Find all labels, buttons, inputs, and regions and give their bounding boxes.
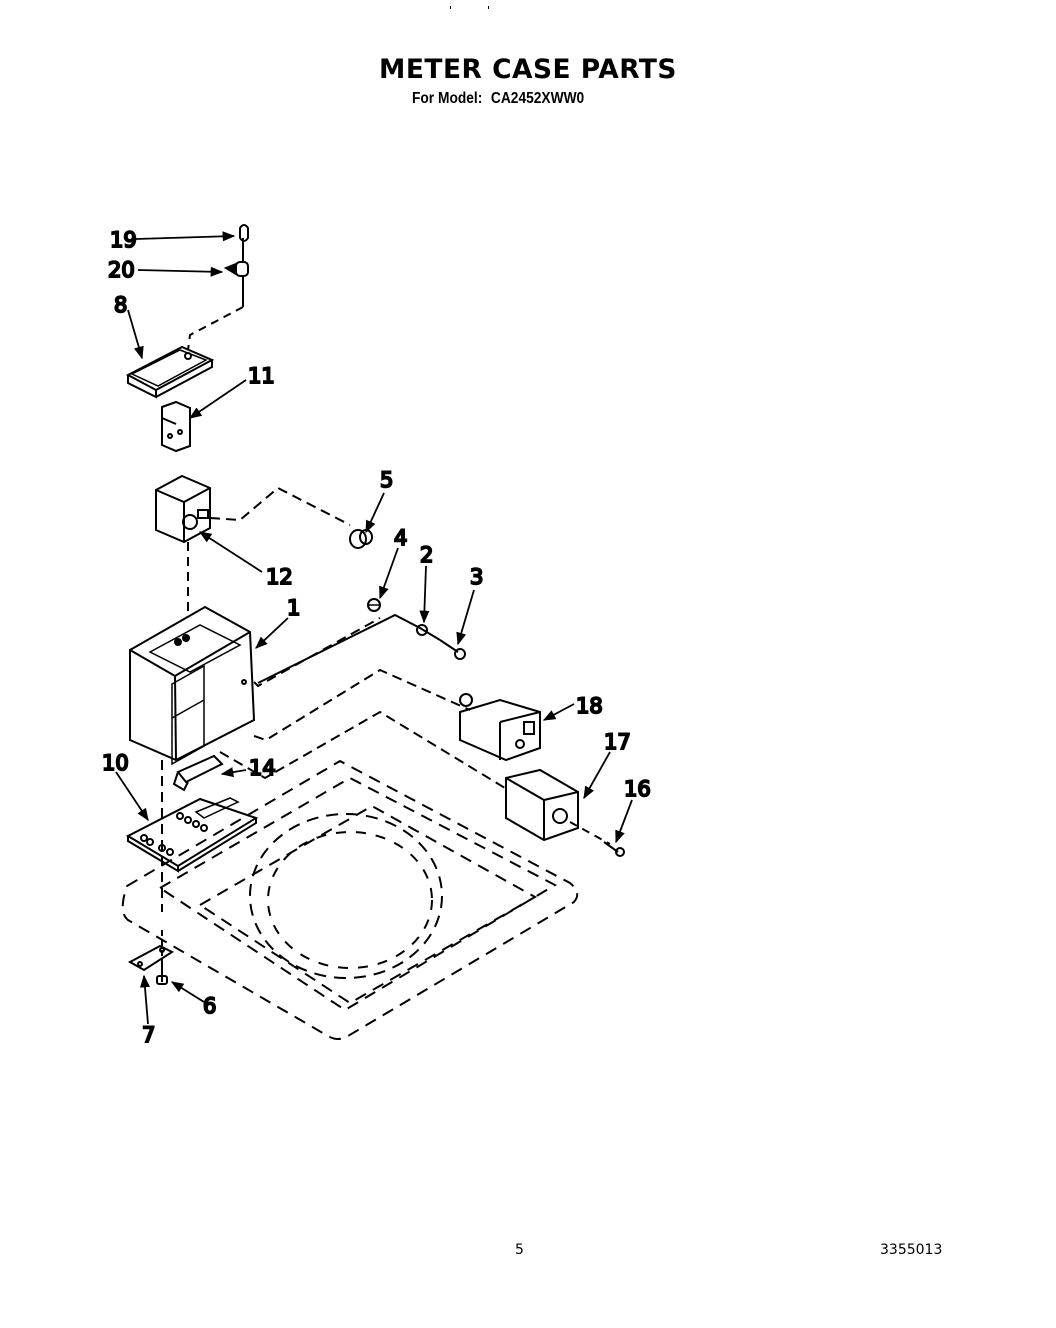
- page-title: METER CASE PARTS: [379, 54, 677, 85]
- registration-mark-left: [450, 6, 451, 9]
- model-line: For Model: CA2452XWW0: [412, 90, 584, 108]
- callout-4: 4: [394, 526, 407, 550]
- part-1-meter-case: [129, 605, 256, 766]
- part-7-clip: [127, 944, 175, 972]
- part-3-screw: [439, 639, 466, 660]
- part-12-meter: [155, 474, 211, 544]
- callout-6: 6: [203, 994, 216, 1018]
- page-number: 5: [515, 1242, 524, 1258]
- part-2-spacer: [416, 624, 428, 636]
- callout-2: 2: [420, 543, 433, 567]
- callout-1: 1: [287, 596, 300, 620]
- callout-19: 19: [110, 228, 137, 252]
- callout-labels: 19 20 8 11 5 12 4 2 3 1 18 10 17 14 16 6…: [101, 227, 652, 1048]
- part-16-screw: [603, 841, 625, 857]
- callout-5: 5: [380, 468, 393, 492]
- cabinet-top-outline: [121, 759, 579, 1040]
- callout-14: 14: [249, 756, 276, 780]
- callout-10: 10: [102, 751, 129, 775]
- part-5-knob: [349, 529, 373, 549]
- part-11-bracket: [161, 400, 191, 453]
- callout-leaders: [115, 231, 633, 1025]
- callout-3: 3: [470, 565, 483, 589]
- callout-17: 17: [604, 730, 631, 754]
- model-label: For Model:: [412, 90, 483, 107]
- part-17-bracket: [505, 768, 579, 842]
- part-6-screw: [156, 930, 168, 985]
- model-number: CA2452XWW0: [490, 90, 585, 107]
- callout-7: 7: [142, 1023, 155, 1047]
- part-18-switch: [459, 693, 541, 762]
- document-number: 3355013: [880, 1242, 943, 1258]
- part-20-clip: [223, 261, 249, 307]
- part-14-lever: [172, 754, 224, 792]
- callout-12: 12: [266, 565, 293, 589]
- callout-18: 18: [576, 694, 603, 718]
- part-8-plate: [125, 345, 215, 399]
- callout-20: 20: [108, 258, 135, 282]
- callout-8: 8: [114, 293, 127, 317]
- registration-mark-right: [488, 6, 489, 9]
- part-19-screw: [239, 224, 249, 262]
- callout-11: 11: [248, 364, 275, 388]
- callout-16: 16: [624, 777, 651, 801]
- part-4-nut: [367, 598, 381, 612]
- part-10-base-plate: [125, 797, 259, 873]
